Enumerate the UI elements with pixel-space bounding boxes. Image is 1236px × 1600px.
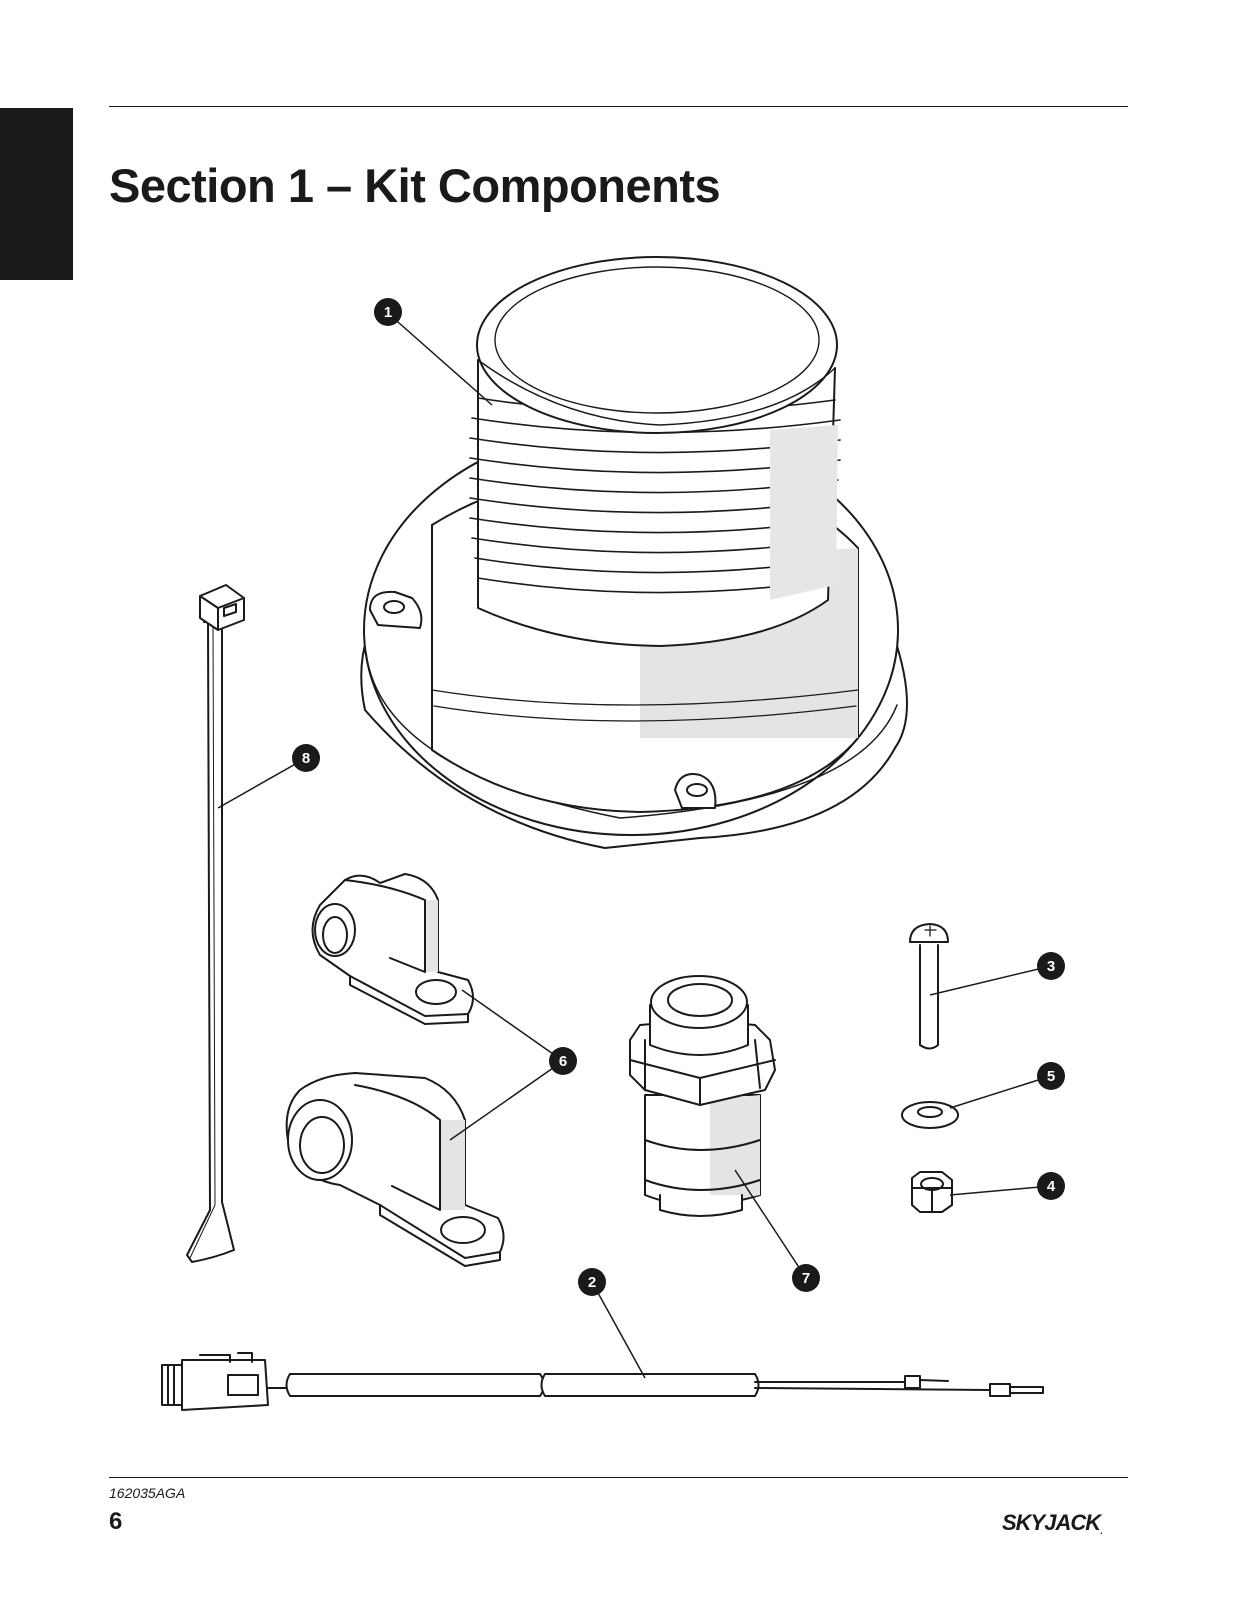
brand-trademark-dot: . (1100, 1526, 1103, 1536)
callout-8: 8 (292, 744, 320, 772)
svg-text:7: 7 (802, 1270, 810, 1287)
svg-text:3: 3 (1047, 958, 1055, 975)
leader-lines (217, 314, 1052, 1379)
skyjack-logo: SKYJACK. (1002, 1510, 1103, 1536)
leader-2 (591, 1281, 646, 1379)
leader-7 (734, 1169, 807, 1279)
leader-1 (389, 314, 493, 406)
svg-text:5: 5 (1047, 1068, 1055, 1085)
leader-3 (929, 965, 1052, 996)
callout-2: 2 (578, 1268, 606, 1296)
callout-5: 5 (1037, 1062, 1065, 1090)
document-code: 162035AGA (109, 1485, 186, 1501)
leader-6b (449, 1060, 564, 1141)
strain-relief-fitting (629, 975, 776, 1217)
beacon-light (360, 256, 908, 849)
leader-6a (461, 989, 564, 1062)
callout-1: 1 (374, 298, 402, 326)
leader-4 (949, 1185, 1052, 1196)
callout-3: 3 (1037, 952, 1065, 980)
svg-text:2: 2 (588, 1274, 596, 1291)
svg-text:1: 1 (384, 304, 392, 321)
cable-clamp-large (285, 1072, 505, 1267)
svg-text:6: 6 (559, 1053, 567, 1070)
cable-clamp-small (311, 873, 474, 1025)
screw (909, 923, 949, 1050)
section-side-tab (0, 108, 73, 280)
page-number: 6 (109, 1508, 123, 1535)
leader-8 (217, 757, 307, 809)
washer (901, 1101, 959, 1129)
leader-5 (949, 1075, 1052, 1109)
svg-text:8: 8 (302, 750, 310, 767)
callout-4: 4 (1037, 1172, 1065, 1200)
svg-text:4: 4 (1047, 1178, 1056, 1195)
nut (911, 1171, 953, 1213)
brand-name: SKYJACK (1002, 1510, 1101, 1535)
section-title: Section 1 – Kit Components (109, 159, 721, 212)
footer-rule (109, 1477, 1128, 1478)
header-rule (109, 106, 1128, 107)
callout-6: 6 (549, 1047, 577, 1075)
wire-harness (161, 1352, 1044, 1411)
callout-7: 7 (792, 1264, 820, 1292)
cable-tie (186, 584, 245, 1263)
